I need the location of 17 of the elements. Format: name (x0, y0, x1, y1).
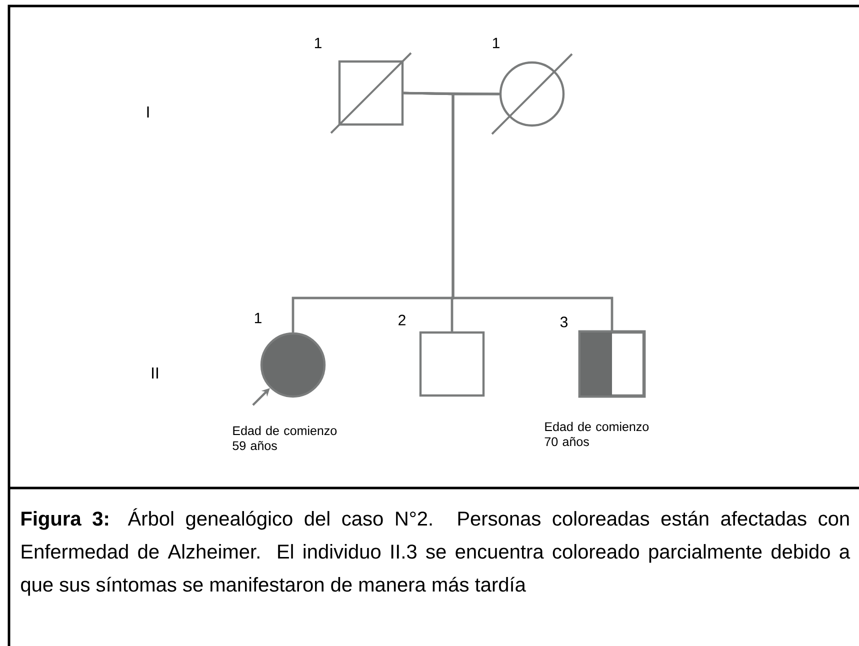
proband-arrow (252, 388, 270, 406)
onset-note: Edad de comienzo 70 años (544, 422, 649, 446)
male-square (578, 330, 646, 398)
generation-number: 1 (314, 38, 322, 48)
generation-number: 3 (560, 316, 568, 328)
caption: Figura 3: Árbol genealógico del caso N°2. Personas coloreadas están afectadas con Enfermedad de Alzheimer. El individuo II.3 se encuentra coloreado parcialmente debido a que sus síntomas se manifestaron de manera más tardía (21, 508, 850, 596)
generation-label: II (152, 368, 158, 378)
generation-number: 1 (254, 312, 262, 324)
female-circle (260, 332, 326, 398)
male-square (419, 331, 485, 397)
generation-number: 1 (492, 38, 500, 48)
generation-label: I (147, 106, 149, 118)
male-square (330, 52, 412, 134)
generation-number: 2 (398, 314, 406, 326)
onset-note: Edad de comienzo 59 años (232, 426, 337, 450)
female-circle (491, 53, 573, 135)
descent-line (452, 92, 614, 332)
